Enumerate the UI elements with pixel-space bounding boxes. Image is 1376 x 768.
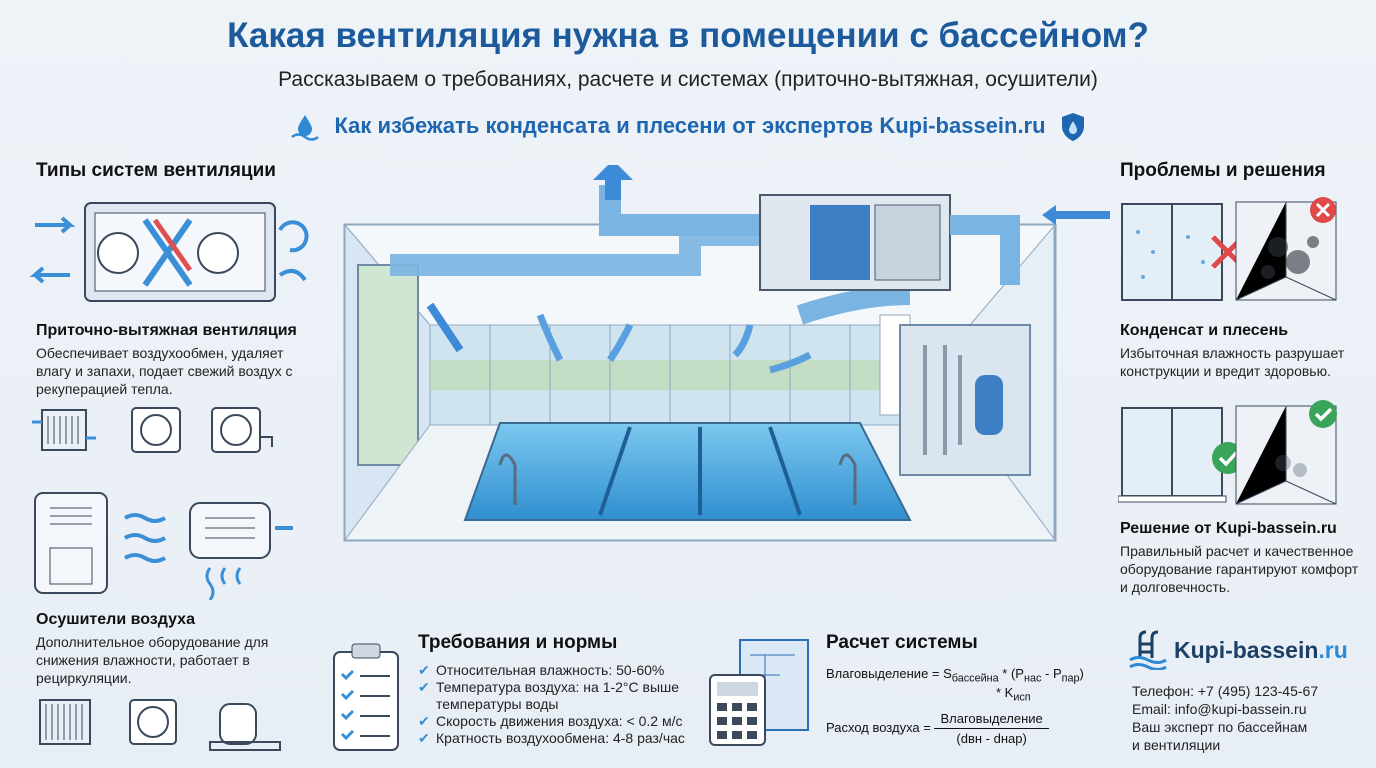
fan-unit-icon	[211, 407, 273, 453]
formula-text: * K	[996, 684, 1014, 700]
calculator-blueprint-icon	[709, 639, 809, 746]
airflow-formula: Расход воздуха = Влаговыделение(dвн - dн…	[826, 709, 1116, 748]
requirement-item: Температура воздуха: на 1-2°C выше темпе…	[418, 679, 708, 713]
heat-exchanger-icon	[32, 409, 96, 451]
dehumidifiers-text: Дополнительное оборудование для снижения…	[36, 634, 269, 686]
solution-title: Решение от Kupi-bassein.ru	[1120, 520, 1337, 537]
supply-exhaust-text: Обеспечивает воздухообмен, удаляет влагу…	[36, 345, 293, 397]
formula-sub: бассейна	[951, 672, 999, 685]
condensation-mold-illustration	[1121, 197, 1337, 301]
formula-sub: пар	[1061, 672, 1080, 685]
solution-illustration	[1118, 400, 1337, 505]
formula-text: Влаговыделение = S	[826, 666, 952, 681]
fan-icon	[131, 407, 181, 453]
fan-icon	[129, 699, 177, 745]
requirement-item: Кратность воздухообмена: 4-8 раз/час	[418, 730, 708, 747]
supply-exhaust-title: Приточно-вытяжная вентиляция	[36, 322, 297, 339]
requirement-item: Относительная влажность: 50-60%	[418, 662, 708, 679]
requirements-list: Относительная влажность: 50-60% Температ…	[418, 662, 708, 747]
problem-text: Избыточная влажность разрушает конструкц…	[1120, 345, 1345, 379]
pool-room-illustration	[343, 165, 1110, 542]
page-title: Какая вентиляция нужна в помещении с бас…	[227, 16, 1149, 55]
pool-ladder-logo-icon	[1129, 630, 1167, 670]
tagline: Как избежать конденсата и плесени от экс…	[0, 112, 1376, 142]
slogan-line-2: и вентиляции	[1132, 737, 1221, 753]
solution-text: Правильный расчет и качественное оборудо…	[1120, 543, 1359, 595]
brand-logo[interactable]: Kupi-bassein.ru	[1128, 630, 1348, 670]
pool-water	[463, 422, 912, 521]
exhaust-arrow	[593, 165, 633, 200]
formula-text: * (P	[998, 666, 1024, 681]
brand-name: Kupi-bassein	[1174, 636, 1319, 663]
requirements-title: Требования и нормы	[418, 632, 618, 653]
slogan-line-1: Ваш эксперт по бассейнам	[1132, 719, 1308, 735]
ventilation-types-heading: Типы систем вентиляции	[36, 160, 276, 181]
calculation-title: Расчет системы	[826, 632, 978, 653]
formula-numerator: Влаговыделение	[934, 709, 1049, 730]
dehumidifier-illustration	[34, 492, 293, 600]
ventilation-components-icons	[32, 407, 273, 453]
phone[interactable]: Телефон: +7 (495) 123-45-67	[1132, 683, 1319, 699]
brand-tld: .ru	[1318, 636, 1348, 663]
compressor-icon	[209, 703, 281, 751]
contact-info: Телефон: +7 (495) 123-45-67 Email: info@…	[1132, 682, 1372, 754]
formula-sub: исп	[1013, 691, 1031, 704]
formula-sub: нас	[1023, 672, 1042, 685]
dehumidifiers-title: Осушители воздуха	[36, 611, 195, 628]
problem-title: Конденсат и плесень	[1120, 322, 1289, 339]
requirement-item: Скорость движения воздуха: < 0.2 м/с	[418, 713, 708, 730]
problems-heading: Проблемы и решения	[1120, 160, 1326, 181]
shield-icon	[1061, 113, 1084, 141]
page-subtitle: Рассказываем о требованиях, расчете и си…	[278, 68, 1098, 91]
formula-text: Расход воздуха =	[826, 720, 931, 736]
coil-icon	[39, 699, 91, 745]
equipment-room	[899, 324, 1031, 476]
moisture-formula: Влаговыделение = Sбассейна * (Pнас - Pпа…	[826, 666, 1116, 703]
tagline-text: Как избежать конденсата и плесени от экс…	[334, 112, 1046, 138]
checklist-icon	[333, 643, 399, 751]
formula-denominator: (dвн - dнар)	[956, 731, 1027, 747]
formula-text: - P	[1041, 666, 1062, 681]
email[interactable]: Email: info@kupi-bassein.ru	[1132, 701, 1307, 717]
formula-text: )	[1079, 666, 1084, 681]
water-drop-icon	[291, 115, 320, 141]
dehumidifier-components-icons	[39, 699, 281, 751]
air-handling-unit-illustration	[30, 202, 309, 302]
